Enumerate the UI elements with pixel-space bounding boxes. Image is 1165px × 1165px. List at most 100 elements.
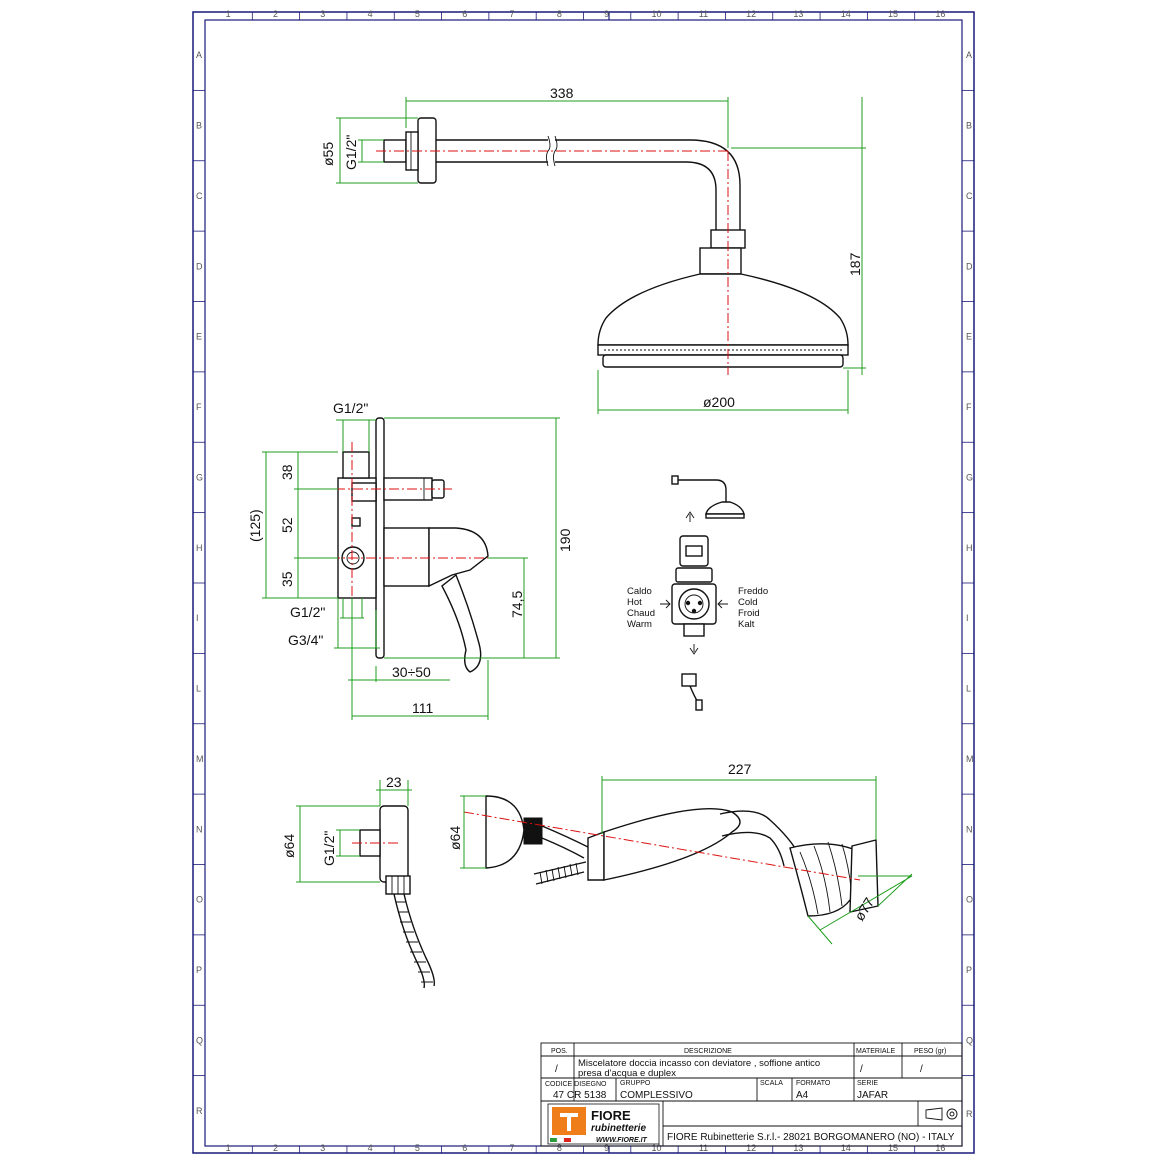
- grid-col-label-bottom: 16: [935, 1143, 945, 1153]
- grid-row-label-left: N: [196, 824, 203, 834]
- weight-value: /: [920, 1064, 923, 1075]
- grid-row-label-left: O: [196, 895, 203, 905]
- grid-col-label-top: 6: [462, 9, 467, 19]
- grid-row-label-left: Q: [196, 1035, 203, 1045]
- dim-mixer-g12-bottom: G1/2": [290, 604, 325, 620]
- dim-head-diameter: ø200: [703, 394, 735, 410]
- flow-schematic: [660, 475, 745, 711]
- grid-row-label-left: R: [196, 1106, 203, 1116]
- dim-mixer-74-5: 74,5: [509, 591, 525, 618]
- cold-label-it: Freddo: [738, 586, 768, 597]
- grid-col-label-bottom: 7: [510, 1143, 515, 1153]
- dim-flange-diameter: ø55: [320, 142, 336, 166]
- grid-col-label-top: 13: [793, 9, 803, 19]
- grid-col-label-top: 3: [320, 9, 325, 19]
- corner-row-letter: R: [966, 1109, 973, 1119]
- dim-mixer-190: 190: [557, 528, 573, 552]
- scale-header: SCALA: [760, 1080, 783, 1087]
- logo-website: WWW.FIORE.IT: [596, 1137, 648, 1144]
- grid-row-label-right: B: [966, 121, 972, 131]
- format-value: A4: [796, 1090, 809, 1101]
- dim-mixer-52: 52: [279, 517, 295, 533]
- description-line-1: Miscelatore doccia incasso con deviatore…: [578, 1058, 820, 1069]
- title-block: POS. DESCRIZIONE MATERIALE PESO (gr) / M…: [540, 1042, 973, 1147]
- dim-mixer-inlet-top: G1/2": [333, 400, 368, 416]
- grid-row-label-left: F: [196, 402, 202, 412]
- cold-label-en: Cold: [738, 597, 758, 608]
- grid-row-label-right: F: [966, 402, 972, 412]
- grid-col-label-top: 7: [510, 9, 515, 19]
- dim-outlet-thread: G1/2": [321, 831, 337, 866]
- grid-row-label-right: N: [966, 824, 973, 834]
- grid-row-label-right: L: [966, 684, 971, 694]
- description-line-2: presa d'acqua e duplex: [578, 1068, 676, 1079]
- dim-hand-shower-64: ø64: [447, 826, 463, 850]
- dim-hand-shower-227: 227: [728, 761, 752, 777]
- grid-row-label-right: P: [966, 965, 972, 975]
- grid-row-label-left: G: [196, 472, 203, 482]
- hot-label-it: Caldo: [627, 586, 652, 597]
- logo-word-rubinetterie: rubinetterie: [591, 1123, 646, 1134]
- dim-outlet-64: ø64: [281, 834, 297, 858]
- grid-col-label-top: 5: [415, 9, 420, 19]
- grid-row-label-right: A: [966, 50, 972, 60]
- grid-column-labels: 1122334455667788991010111112121313141415…: [226, 9, 945, 1153]
- hose-rings: [396, 901, 433, 983]
- dim-mixer-g34: G3/4": [288, 632, 323, 648]
- cold-label-fr: Froid: [738, 608, 760, 619]
- dim-arm-thread: G1/2": [343, 135, 359, 170]
- group-header: GRUPPO: [620, 1080, 651, 1087]
- code-header: CODICE DISEGNO: [545, 1081, 607, 1088]
- grid-col-label-bottom: 14: [841, 1143, 851, 1153]
- grid-row-label-right: D: [966, 261, 973, 271]
- grid-col-label-top: 2: [273, 9, 278, 19]
- dim-arm-drop: 187: [847, 252, 863, 276]
- grid-col-label-top: 15: [888, 9, 898, 19]
- grid-row-label-right: M: [966, 754, 974, 764]
- dim-mixer-depth: 30÷50: [392, 664, 431, 680]
- grid-col-label-bottom: 10: [651, 1143, 661, 1153]
- grid-col-label-top: 16: [935, 9, 945, 19]
- grid-col-label-bottom: 8: [557, 1143, 562, 1153]
- grid-row-label-left: B: [196, 121, 202, 131]
- dim-outlet-23: 23: [386, 774, 402, 790]
- hot-label-fr: Chaud: [627, 608, 655, 619]
- grid-row-label-left: H: [196, 543, 203, 553]
- grid-row-label-right: E: [966, 332, 972, 342]
- wall-outlet-view: [296, 780, 436, 989]
- grid-row-label-left: L: [196, 684, 201, 694]
- schematic-cold-labels: Freddo Cold Froid Kalt: [738, 586, 768, 630]
- pos-header: POS.: [551, 1048, 568, 1055]
- drawing-frame: [192, 11, 975, 1154]
- grid-col-label-top: 11: [699, 9, 708, 19]
- series-value: JAFAR: [857, 1090, 888, 1101]
- grid-row-label-right: Q: [966, 1035, 973, 1045]
- grid-row-label-right: H: [966, 543, 973, 553]
- grid-row-label-left: D: [196, 261, 203, 271]
- schematic-hot-labels: Caldo Hot Chaud Warm: [627, 586, 655, 630]
- material-value: /: [860, 1064, 863, 1075]
- grid-col-label-bottom: 4: [368, 1143, 373, 1153]
- grid-row-label-left: E: [196, 332, 202, 342]
- grid-col-label-bottom: 1: [226, 1143, 231, 1153]
- grid-row-label-right: C: [966, 191, 973, 201]
- grid-row-label-left: M: [196, 754, 204, 764]
- grid-row-label-right: I: [966, 613, 969, 623]
- grid-row-label-left: C: [196, 191, 203, 201]
- grid-row-label-right: O: [966, 895, 973, 905]
- material-header: MATERIALE: [856, 1048, 895, 1055]
- grid-row-label-left: I: [196, 613, 199, 623]
- series-header: SERIE: [857, 1080, 878, 1087]
- grid-col-label-bottom: 12: [746, 1143, 756, 1153]
- mixer-side-view: [262, 417, 560, 720]
- pos-value: /: [555, 1064, 558, 1075]
- company-address: FIORE Rubinetterie S.r.l.- 28021 BORGOMA…: [667, 1132, 955, 1143]
- grid-col-label-bottom: 11: [699, 1143, 708, 1153]
- hose-coil: [539, 862, 579, 885]
- grid-row-label-left: A: [196, 50, 202, 60]
- grid-col-label-bottom: 9: [604, 1143, 609, 1153]
- grid-col-label-bottom: 6: [462, 1143, 467, 1153]
- hot-label-de: Warm: [627, 619, 652, 630]
- description-header: DESCRIZIONE: [684, 1048, 732, 1055]
